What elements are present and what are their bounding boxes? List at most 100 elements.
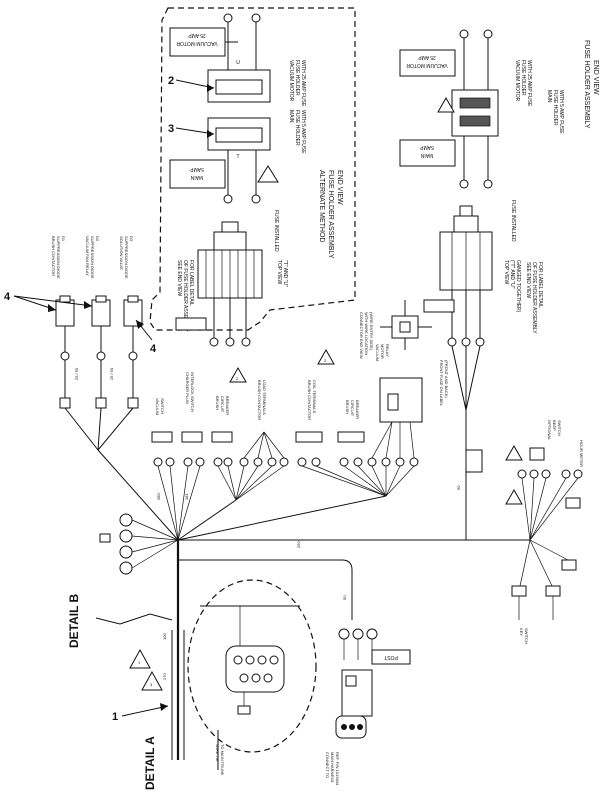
connector-label-1: CONNECTOR END VIEW [359, 312, 364, 359]
alternate-top-view: FUSE INSTALLED TOP VIEW "T" AND "U" SEE … [175, 210, 288, 347]
right-note-vacuum-3: WITH 25 AMP FUSE [526, 60, 532, 107]
warning-3: 3 [150, 682, 153, 687]
connect-3: REF. P/N 1013644 [335, 752, 340, 786]
wire-270: 270 [162, 673, 167, 680]
right-note-vacuum-2: FUSE HOLDER [520, 60, 526, 96]
post-connector: POST [338, 628, 411, 717]
wire-280: 280 [156, 493, 161, 500]
left-plug [99, 513, 179, 575]
alt-note-main-2: FUSE HOLDER [294, 110, 300, 146]
d2-line-1: VACUUM FAN RELAY [85, 236, 90, 276]
wire-250: 250 [296, 541, 301, 548]
alternate-fuse-end-view: VACUUM MOTOR 25 AMP U T MAIN 5AMP VACUUM… [169, 13, 343, 259]
vacuum-switch-1: VACUUM [155, 398, 160, 415]
alt-note-vacuum-1: VACUUM MOTOR [288, 60, 294, 102]
diode-d3: SOLUTION VALVE SUPPRESSION DIODE D3 [119, 236, 143, 409]
alt-note-vacuum-3: WITH 25 AMP FUSE [300, 60, 306, 107]
right-see-end-2: OF FUSE HOLDER ASSEMBLY [531, 262, 537, 334]
right-see-end-3: FOR LABEL DETAIL [537, 262, 543, 308]
front-tag-1: FRONT FUSE ON LABEL [439, 360, 444, 407]
wire-25-a: 25 / 50 [74, 367, 79, 380]
key-switch-1: KEY [519, 628, 524, 636]
optional-3: SWITCH [557, 420, 562, 436]
right-top-view-sub-2: GANGED TOGETHER) [515, 260, 521, 313]
vacuum-switch: VACUUM SWITCH [151, 398, 175, 467]
key-switch: KEY SWITCH [511, 539, 577, 644]
wire-tie-1: WIRE TIE [215, 744, 220, 762]
right-top-view: FUSE INSTALLED TOP VIEW ("T" AND "U" GAN… [423, 200, 543, 540]
vacuum-relay-1: VACUUM [375, 344, 380, 361]
vacuum-motor-relay: VACUUM MOTOR RELAY [367, 344, 423, 467]
brush-breaker-1: BRUSH [215, 396, 220, 410]
warning-2a: 2 [236, 376, 239, 381]
d2-line-2: SUPPRESSION DIODE [90, 236, 95, 279]
alt-see-end-1: SEE END VIEW [176, 260, 182, 296]
alt-title-1: ALTERNATE METHOD [318, 170, 325, 242]
right-top-view-label: TOP VIEW [503, 260, 509, 285]
alt-top-view-sub: "T" AND "U" [282, 260, 288, 287]
front-tag-2: (FRONT AND BACK) [444, 360, 449, 398]
d3-line-1: SOLUTION VALVE [119, 236, 124, 270]
wire-281: 281 [184, 493, 189, 500]
wire-100: 100 [162, 633, 167, 640]
callout-3: 3 [168, 123, 174, 135]
hour-meter: HOUR METER [561, 440, 584, 509]
right-main-label: MAIN [420, 152, 433, 158]
warning-triangle-2b [317, 348, 335, 365]
brush-contactor-coil-2: COIL TERMINALS [312, 380, 317, 413]
right-note-vacuum-1: VACUUM MOTOR [514, 60, 520, 102]
alt-vacuum-motor-amp: 25 AMP [188, 32, 206, 38]
detail-a-label: DETAIL A [143, 736, 157, 790]
alt-note-vacuum-2: FUSE HOLDER [294, 60, 300, 96]
brush-contactor-load: BRUSH CONTACTOR LOAD TERMINALS [239, 380, 289, 467]
right-note-main-1: MAIN [546, 90, 552, 103]
main-harness-connector: CONNECT TO MAIN HARNESS REF. P/N 1013644 [325, 715, 367, 786]
hour-meter-label: HOUR METER [579, 440, 584, 467]
right-fuse-end-view: VACUUM MOTOR 25 AMP MAIN 5AMP VACUUM MOT… [399, 29, 599, 189]
charger-switch: CHARGER PLUG INTERLOCK SWITCH [181, 372, 205, 467]
right-title-2: END VIEW [592, 60, 599, 95]
alt-title-2: FUSE HOLDER ASSEMBLY [327, 170, 334, 259]
d3-line-3: D3 [129, 236, 134, 242]
wire-tie-2: TO MAIN TRUNK [220, 744, 225, 776]
alt-tag-u: U [236, 60, 240, 66]
right-title-1: FUSE HOLDER ASSEMBLY [583, 40, 590, 129]
d2-line-3: D2 [95, 236, 100, 242]
optional-2: BEEP [552, 420, 557, 431]
detail-b-label: DETAIL B [67, 593, 81, 648]
brush-breaker-3: BREAKER [225, 396, 230, 415]
wire-50-right: 50 [456, 485, 461, 490]
diode-d1: BRUSH CONTACTOR SUPPRESSION DIODE D1 [51, 236, 75, 409]
alt-title-3: END VIEW [336, 170, 343, 205]
post-wire [178, 559, 353, 620]
vacuum-relay-2: MOTOR [380, 344, 385, 359]
brush-contactor-coil: BRUSH CONTACTOR COIL TERMINALS [295, 380, 323, 467]
optional-beep-switch: OPTIONAL BEEP SWITCH [505, 420, 562, 479]
brush-contactor-load-1: BRUSH CONTACTOR [257, 380, 262, 420]
connector-label-3: (WIRE ENTRY SIDE) [369, 312, 374, 351]
optional-1: OPTIONAL [547, 420, 552, 441]
brush-circuit-breaker-1: BRUSH CIRCUIT BREAKER [211, 396, 233, 467]
callout-2: 2 [168, 75, 174, 87]
right-see-end-1: SEE END VIEW [525, 262, 531, 298]
vacuum-relay-3: RELAY [385, 344, 390, 357]
right-note-main-3: WITH 5 AMP FUSE [558, 90, 564, 134]
callout-4a: 4 [4, 291, 11, 303]
brush-circuit-1: BRUSH [345, 400, 350, 414]
brush-breaker-2: CIRCUIT [220, 396, 225, 413]
brush-contactor-coil-1: BRUSH CONTACTOR [307, 380, 312, 420]
wire-50-post: 50 [342, 595, 347, 600]
wire-25-b: 25 / 50 [109, 367, 114, 380]
brush-circuit-2: CIRCUIT [350, 400, 355, 417]
right-fuse-installed: FUSE INSTALLED [510, 200, 516, 242]
alt-vacuum-motor-label: VACUUM MOTOR [176, 40, 218, 46]
alt-main-amp: 5AMP [190, 166, 204, 172]
detail-circle [187, 579, 317, 753]
alt-note-main-3: WITH 5 AMP FUSE [300, 110, 306, 154]
right-vacuum-motor-amp: 25 AMP [418, 54, 436, 60]
right-note-main-2: FUSE HOLDER [552, 90, 558, 126]
alt-tag-t: T [236, 154, 239, 160]
warning-triangle-right [505, 488, 523, 505]
warning-triangle-2a [229, 366, 247, 383]
